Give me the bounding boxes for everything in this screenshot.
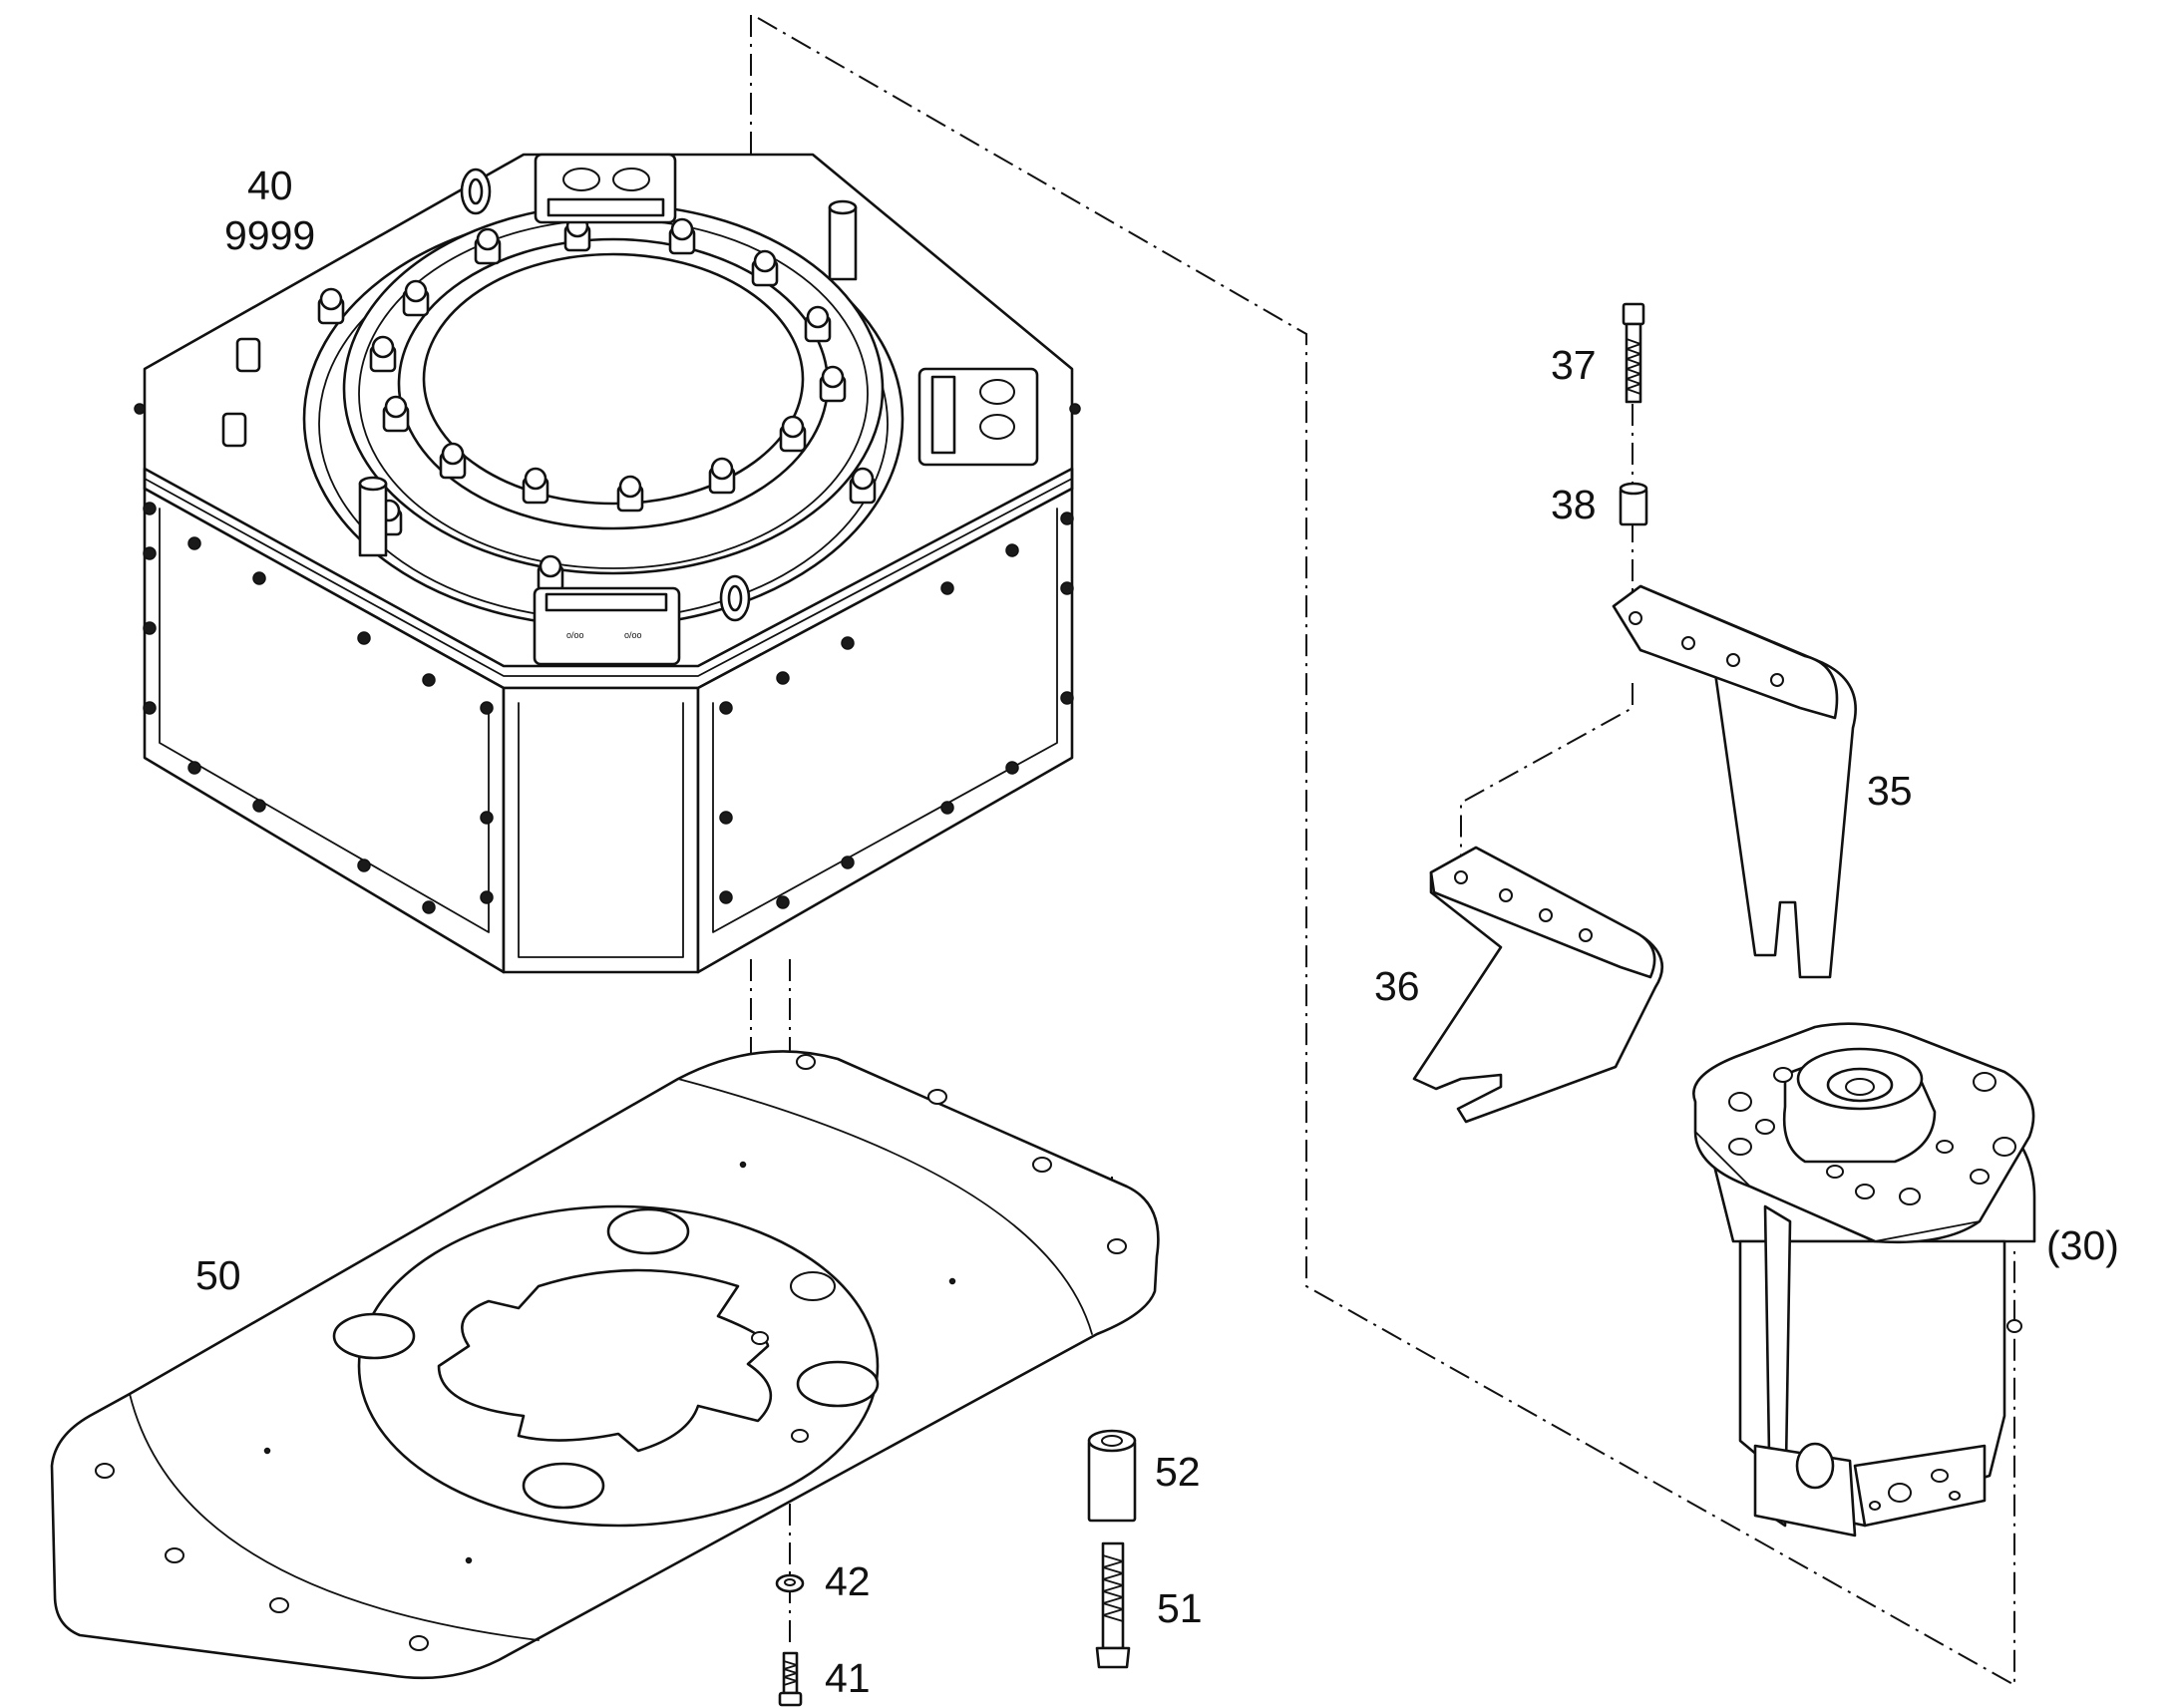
bracket-part-36	[1412, 846, 1663, 1124]
washer-part-42	[775, 1573, 805, 1593]
connector-block-right	[917, 367, 1039, 467]
connector-text-1: o/oo	[566, 630, 584, 640]
label-9999: 9999	[224, 212, 315, 258]
label-50: 50	[195, 1252, 241, 1298]
base-plate-holes	[95, 1054, 1127, 1651]
pocket-2	[332, 1312, 416, 1360]
connector-text-2: o/oo	[624, 630, 642, 640]
guide-pins	[358, 199, 858, 557]
motor-part-30	[1692, 1022, 2036, 1537]
spacer-part-52	[1087, 1429, 1137, 1523]
lifting-eye-bolts	[460, 168, 751, 622]
motor-flange-holes	[1728, 1067, 2016, 1205]
pocket-4	[522, 1462, 605, 1510]
label-52: 52	[1155, 1449, 1201, 1495]
label-42: 42	[825, 1558, 871, 1604]
label-30: (30)	[2046, 1222, 2119, 1268]
connector-block-front: o/oo o/oo	[533, 586, 681, 666]
pocket-1	[606, 1207, 690, 1255]
sleeve-part-38	[1619, 482, 1648, 526]
housing-front-wall	[502, 686, 700, 974]
flange-bore	[422, 252, 805, 506]
bolt-part-51	[1095, 1541, 1131, 1669]
base-plate-part-50	[50, 1050, 1160, 1680]
label-38: 38	[1551, 482, 1597, 527]
flange-cap-nuts	[317, 214, 877, 592]
label-35: 35	[1867, 768, 1913, 814]
part-labels: 40 9999 37 38 35 36 (30) 50 52 51 42 41	[195, 163, 2119, 1701]
housing-part-40: o/oo o/oo	[134, 153, 1081, 974]
connector-block-top	[534, 153, 677, 224]
label-51: 51	[1157, 1585, 1203, 1631]
label-41: 41	[825, 1655, 871, 1701]
pocket-3	[796, 1360, 880, 1408]
base-ring-bore	[437, 1268, 773, 1453]
housing-side-bolts	[134, 403, 1081, 914]
bolt-part-37	[1622, 302, 1645, 404]
housing-right-wall	[696, 487, 1074, 974]
label-40: 40	[247, 163, 293, 208]
bracket-part-35	[1612, 584, 1857, 979]
grease-fittings	[221, 337, 261, 448]
bolt-part-41	[778, 1651, 803, 1707]
label-36: 36	[1374, 963, 1420, 1009]
label-37: 37	[1551, 342, 1597, 388]
